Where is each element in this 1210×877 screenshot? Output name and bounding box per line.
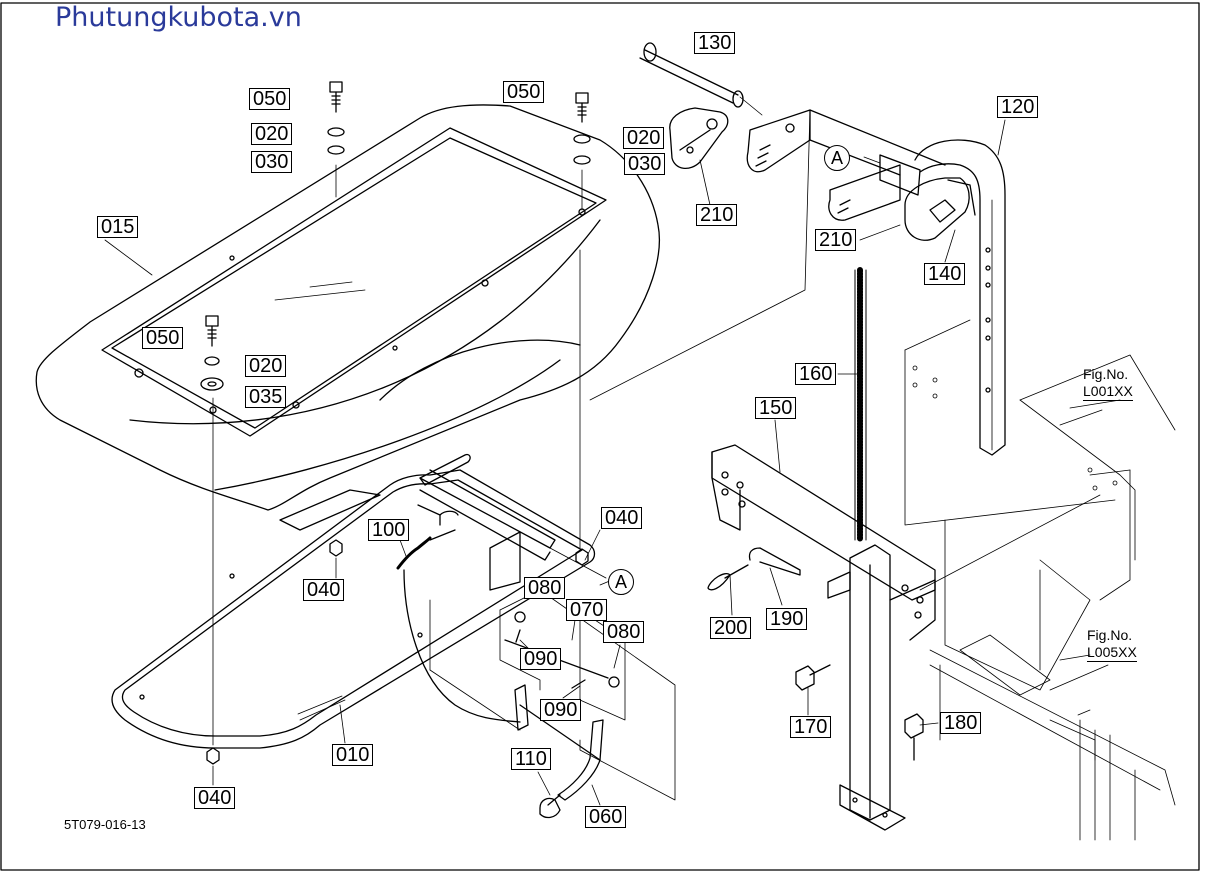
callout-210: 210 [815, 229, 857, 251]
figure-ref-l005xx: Fig.No. L005XX [1087, 627, 1137, 662]
spring-160 [854, 267, 867, 543]
callout-130: 130 [694, 32, 736, 54]
reference-marker-a-2: A [608, 569, 634, 595]
callout-200: 200 [710, 617, 752, 639]
pedal-060 [514, 684, 604, 819]
figure-ref-label: Fig.No. [1087, 627, 1133, 643]
bracket-210-b [904, 177, 976, 241]
drawing-code: 5T079-016-13 [64, 817, 146, 832]
bolt-050-b [573, 92, 591, 165]
nut-040-c [206, 747, 220, 765]
callout-050: 050 [503, 81, 545, 103]
figure-ref-label: Fig.No. [1083, 366, 1129, 382]
machine-outline [904, 319, 1176, 841]
post-150 [711, 444, 936, 831]
reference-marker-a-1: A [824, 145, 850, 171]
callout-040: 040 [303, 579, 345, 601]
figure-ref-code: L005XX [1087, 644, 1137, 662]
callout-030: 030 [251, 151, 293, 173]
bolt-050-c [200, 315, 224, 391]
callout-080: 080 [603, 621, 645, 643]
callout-060: 060 [585, 806, 627, 828]
callout-090: 090 [520, 648, 562, 670]
callout-020: 020 [251, 123, 293, 145]
figure-ref-code: L001XX [1083, 383, 1133, 401]
callout-050: 050 [249, 88, 291, 110]
callout-080: 080 [524, 577, 566, 599]
nut-040-b [575, 548, 589, 566]
seat-bracket [589, 109, 946, 401]
bolt-180 [904, 713, 924, 761]
seat-bar-120 [914, 139, 1006, 456]
callout-120: 120 [997, 96, 1039, 118]
callout-030: 030 [624, 153, 666, 175]
callout-090: 090 [540, 699, 582, 721]
figure-ref-l001xx: Fig.No. L001XX [1083, 366, 1133, 401]
callout-210: 210 [696, 204, 738, 226]
bolt-170 [795, 664, 831, 691]
callout-180: 180 [940, 712, 982, 734]
callout-160: 160 [795, 363, 837, 385]
callout-015: 015 [97, 216, 139, 238]
callout-020: 020 [623, 127, 665, 149]
pin-190 [707, 547, 801, 591]
canopy-hood [35, 104, 661, 511]
callout-100: 100 [368, 519, 410, 541]
callout-040: 040 [601, 507, 643, 529]
callout-170: 170 [790, 716, 832, 738]
callout-070: 070 [566, 599, 608, 621]
nut-040-a [329, 539, 343, 557]
watermark-text: Phutungkubota.vn [55, 2, 302, 33]
callout-140: 140 [924, 263, 966, 285]
frame-010 [111, 469, 596, 749]
callout-010: 010 [332, 744, 374, 766]
callout-020: 020 [245, 355, 287, 377]
support-bracket [417, 453, 607, 591]
callout-190: 190 [766, 608, 808, 630]
bracket-210-a [669, 107, 729, 169]
callout-110: 110 [511, 748, 551, 770]
callout-150: 150 [755, 397, 797, 419]
bolt-050-a [327, 81, 345, 155]
callout-035: 035 [245, 386, 287, 408]
callout-050: 050 [142, 327, 184, 349]
callout-040: 040 [194, 787, 236, 809]
spring-100 [396, 529, 521, 731]
